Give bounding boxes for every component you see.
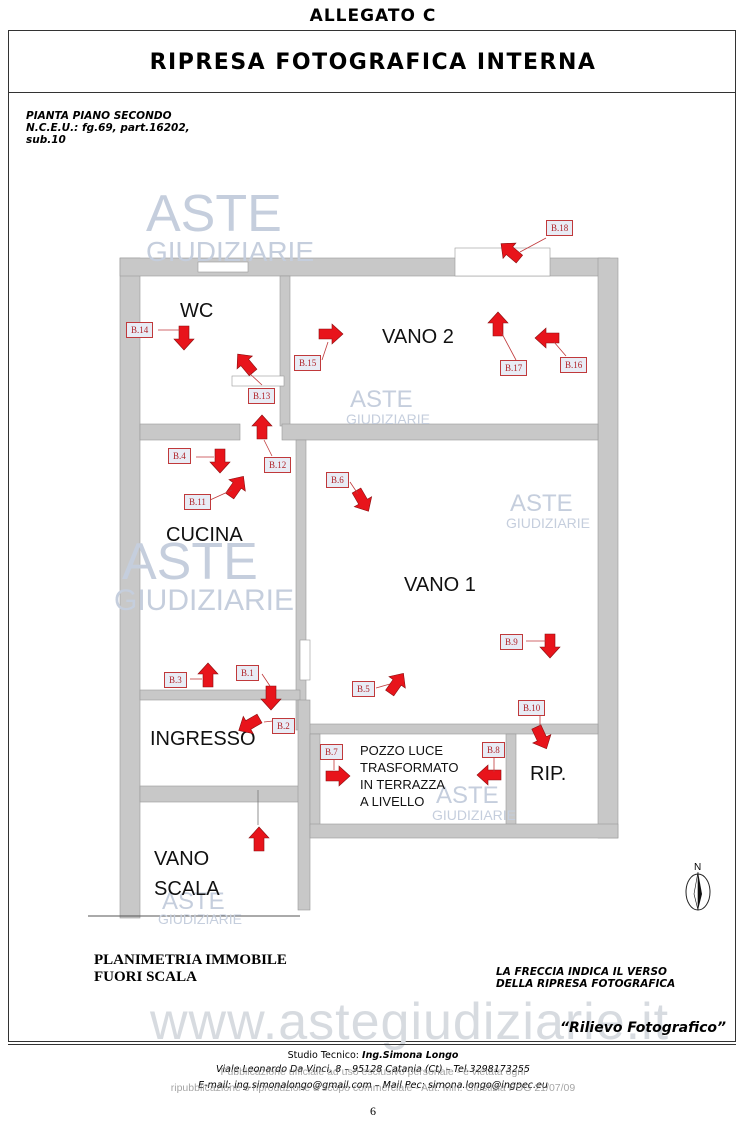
footer-studio: Studio Tecnico: Ing.Simona Longo <box>0 1050 746 1061</box>
arrow-b11 <box>221 470 252 503</box>
page-number: 6 <box>370 1104 376 1118</box>
photo-label-b4: B.4 <box>168 448 191 464</box>
window-wc <box>197 261 249 273</box>
photo-label-b16: B.16 <box>560 357 588 373</box>
arrow-b10 <box>526 722 556 754</box>
arrow-stairs <box>248 826 270 852</box>
room-cucina: CUCINA <box>166 524 243 546</box>
room-wc: WC <box>180 300 214 322</box>
arrow-b4 <box>209 448 231 474</box>
wall-bottom-right <box>309 823 619 839</box>
photo-label-b11: B.11 <box>184 494 211 510</box>
arrow-b8 <box>476 764 502 786</box>
wall-cucina-bottom <box>139 689 301 701</box>
footer-divider <box>8 1044 736 1045</box>
watermark-aste: ASTE <box>162 888 225 915</box>
watermark-aste: ASTE <box>350 386 413 413</box>
arrow-b1 <box>260 685 282 711</box>
arrow-b6 <box>347 485 378 517</box>
photo-label-b7: B.7 <box>320 744 343 760</box>
plan-caption: PLANIMETRIA IMMOBILE FUORI SCALA <box>94 952 287 985</box>
photo-label-b9: B.9 <box>500 634 523 650</box>
wall-wc-bottom <box>139 423 241 441</box>
watermark-giudiziarie: GIUDIZIARIE <box>158 911 243 927</box>
room-vano1: VANO 1 <box>404 574 476 596</box>
photo-label-b1: B.1 <box>236 665 259 681</box>
watermark-giudiziarie: GIUDIZIARIE <box>114 584 295 617</box>
footer-studio-name: Ing.Simona Longo <box>362 1050 459 1061</box>
watermark-giudiziarie: GIUDIZIARIE <box>506 515 591 531</box>
footer-address: Viale Leonardo Da Vinci, 8 – 95128 Catan… <box>216 1064 530 1075</box>
footer-watermark-line2: ripubblicazione o riproduzione a scopo c… <box>170 1082 576 1094</box>
arrow-b7 <box>325 765 351 787</box>
photo-label-b6: B.6 <box>326 472 349 488</box>
photo-label-b5: B.5 <box>352 681 375 697</box>
rilievo-label: “Rilievo Fotografico” <box>560 1020 727 1036</box>
footer-studio-prefix: Studio Tecnico: <box>287 1050 363 1061</box>
north-label: N <box>694 862 701 873</box>
title-banner <box>8 30 736 93</box>
footer-watermark-line1: Pubblicazione ufficiale ad uso esclusivo… <box>220 1066 526 1078</box>
room-vano2: VANO 2 <box>382 326 454 348</box>
door-cucina-vano1 <box>299 639 311 681</box>
watermark-aste: ASTE <box>122 533 258 591</box>
arrow-b12 <box>251 414 273 440</box>
watermark-giudiziarie: GIUDIZIARIE <box>432 807 517 823</box>
watermark-aste: ASTE <box>436 782 499 809</box>
photo-label-b3: B.3 <box>164 672 187 688</box>
room-pozzo-luce: POZZO LUCE TRASFORMATO IN TERRAZZA A LIV… <box>360 743 459 809</box>
arrow-b15 <box>318 323 344 345</box>
photo-label-b13: B.13 <box>248 388 276 404</box>
arrow-legend: LA FRECCIA INDICA IL VERSO DELLA RIPRESA… <box>496 966 676 990</box>
watermark-aste: ASTE <box>510 490 573 517</box>
watermark-giudiziarie: GIUDIZIARIE <box>346 411 431 427</box>
north-arrow-icon: N <box>685 862 711 911</box>
room-ingresso: INGRESSO <box>150 728 256 750</box>
arrow-b9 <box>539 633 561 659</box>
photo-label-b15: B.15 <box>294 355 322 371</box>
photo-label-b12: B.12 <box>264 457 292 473</box>
photo-label-b14: B.14 <box>126 322 154 338</box>
photo-label-b18: B.18 <box>546 220 574 236</box>
footer-email: E-mail: ing.simonalongo@gmail.com – Mail… <box>198 1080 548 1091</box>
photo-label-b8: B.8 <box>482 742 505 758</box>
document-annex-title: ALLEGATO C <box>309 6 437 26</box>
room-vano-scala: VANO SCALA <box>154 848 220 900</box>
arrow-b2 <box>233 709 265 740</box>
page-frame <box>8 30 736 1042</box>
watermark-site: www.astegiudiziarie.it <box>150 993 670 1051</box>
watermark-giudiziarie: GIUDIZIARIE <box>146 236 315 267</box>
arrow-b16 <box>534 327 560 349</box>
wall-vano2-bottom <box>281 423 599 441</box>
watermark-aste: ASTE <box>146 185 282 243</box>
arrow-b17 <box>487 311 509 337</box>
banner-title: RIPRESA FOTOGRAFICA INTERNA <box>149 50 597 75</box>
plan-reference: PIANTA PIANO SECONDO N.C.E.U.: fg.69, pa… <box>26 110 190 146</box>
room-ripostiglio: RIP. <box>530 763 567 785</box>
arrow-b3 <box>197 662 219 688</box>
arrow-b5 <box>381 667 412 700</box>
photo-label-b2: B.2 <box>272 718 295 734</box>
arrow-b13 <box>229 347 262 380</box>
photo-label-b17: B.17 <box>500 360 528 376</box>
photo-label-b10: B.10 <box>518 700 546 716</box>
